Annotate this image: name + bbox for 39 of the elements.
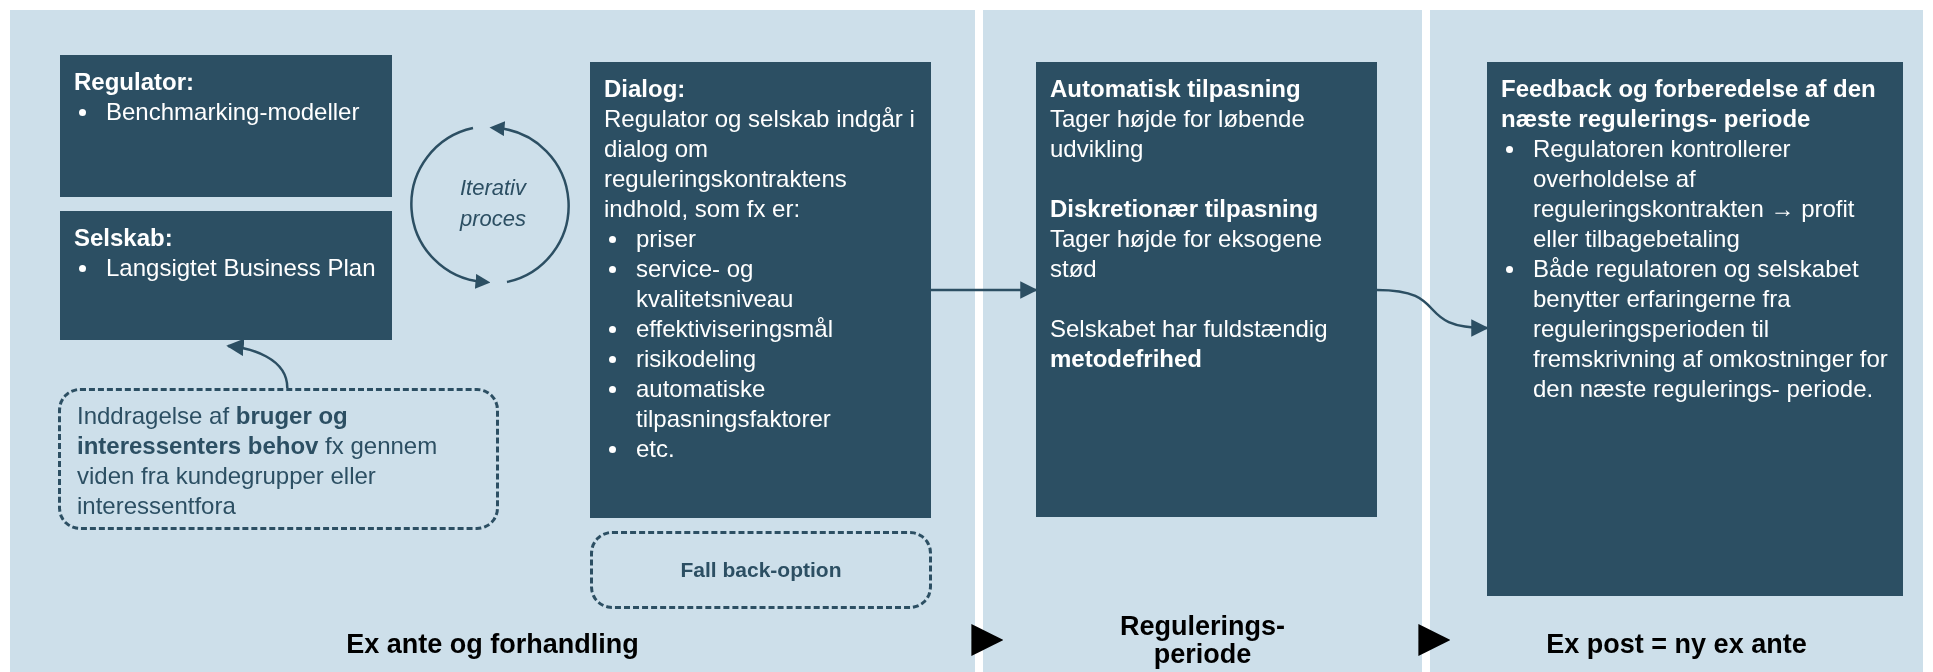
- bullet-item: Benchmarking-modeller: [74, 97, 378, 127]
- text-box: [60, 211, 392, 340]
- phase-title: Ex post = ny ex ante: [1546, 630, 1807, 658]
- phase-title: Ex ante og forhandling: [346, 630, 639, 658]
- bullet-item: Langsigtet Business Plan: [74, 253, 378, 283]
- phase-chevron: [1418, 624, 1451, 656]
- bullet-item: Regulatoren kontrollerer overholdelse af reguleringskontrakten → profit eller tilbagebetaling: [1501, 134, 1889, 254]
- box-text: Fall back-option: [680, 557, 842, 583]
- arrow: [226, 339, 289, 389]
- box-text: Regulator og selskab indgår i dialog om reguleringskontraktens indhold, som fx er:: [604, 104, 916, 224]
- box-heading: Diskretionær tilpasning: [1050, 194, 1320, 224]
- box-heading: Regulator:: [74, 67, 195, 97]
- bullet-item: risikodeling: [604, 344, 917, 374]
- phase-panel: [10, 10, 975, 672]
- box-text: Inddragelse af bruger og interessenters behov fx gennem viden fra kundegrupper eller interessentfora: [77, 401, 439, 521]
- bullet-item: etc.: [604, 434, 917, 464]
- box-heading: Selskab:: [74, 223, 174, 253]
- cycle-label: Iterativ proces: [458, 174, 528, 233]
- bullet-item: priser: [604, 224, 917, 254]
- phase-panel: [983, 10, 1422, 672]
- box-heading: Dialog:: [604, 74, 687, 104]
- arrow: [931, 281, 1038, 299]
- phase-chevron: [971, 624, 1004, 656]
- arrow: [1376, 288, 1489, 337]
- text-box: [590, 62, 931, 518]
- phase-panel: [1430, 10, 1923, 672]
- box-heading: Automatisk tilpasning: [1050, 74, 1302, 104]
- bullet-item: Både regulatoren og selskabet benytter erfaringerne fra reguleringsperioden til fremskrivning af omkostninger for den næste regulerings- periode.: [1501, 254, 1889, 404]
- dashed-box: [590, 531, 932, 609]
- text-box: [1036, 62, 1377, 517]
- box-text: Tager højde for eksogene stød: [1050, 224, 1324, 284]
- box-text: Tager højde for løbende udvikling: [1050, 104, 1306, 164]
- box-text: Selskabet har fuldstændig metodefrihed: [1050, 314, 1329, 374]
- dashed-box: [58, 388, 499, 530]
- box-heading: Feedback og forberedelse af den næste regulerings- periode: [1501, 74, 1877, 134]
- text-box: [60, 55, 392, 197]
- phase-title: Regulerings- periode: [1119, 612, 1286, 668]
- text-box: [1487, 62, 1903, 596]
- bullet-item: effektiviseringsmål: [604, 314, 917, 344]
